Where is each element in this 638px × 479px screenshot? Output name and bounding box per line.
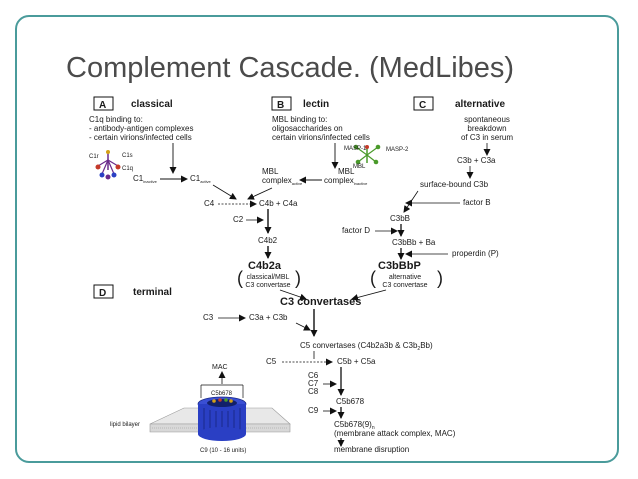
c1r-label: C1r bbox=[89, 154, 99, 160]
mbl-complex-inactive-1: MBL bbox=[338, 167, 355, 176]
c5b-c5a-label: C5b + C5a bbox=[337, 357, 376, 366]
c4b2-label: C4b2 bbox=[258, 236, 278, 245]
properdin-label: properdin (P) bbox=[452, 249, 499, 258]
panel-b-box bbox=[271, 96, 292, 111]
mac-desc-label: (membrane attack complex, MAC) bbox=[334, 429, 456, 438]
c1s-label: C1s bbox=[122, 153, 133, 159]
masp1-label: MASP-1 bbox=[344, 146, 367, 152]
mbl-complex-icon bbox=[353, 144, 381, 165]
c4b2a-paren-open: ( bbox=[237, 268, 243, 288]
c5b678-small-label: C5b678 bbox=[211, 391, 233, 397]
lipid-bilayer-label: lipid bilayer bbox=[110, 422, 140, 428]
panel-b-desc-1: MBL binding to: bbox=[272, 115, 327, 124]
panel-d-letter: D bbox=[99, 288, 106, 299]
c3a-c3b-label: C3a + C3b bbox=[249, 313, 288, 322]
panel-c-desc-3: of C3 in serum bbox=[461, 133, 513, 142]
c3bbbp-label: C3bBbP bbox=[378, 260, 421, 272]
panel-b-desc-2: oligosaccharides on bbox=[272, 124, 343, 133]
c4b2a-desc-1: classical/MBL bbox=[247, 274, 290, 281]
panel-a-desc-1: C1q binding to: bbox=[89, 115, 143, 124]
factor-b-label: factor B bbox=[463, 198, 491, 207]
panel-a-box bbox=[93, 96, 114, 111]
surface-c3b: surface-bound C3b bbox=[420, 180, 489, 189]
c3-products: C3b + C3a bbox=[457, 156, 496, 165]
c1q-label: C1q bbox=[122, 166, 133, 172]
arrow-classical-convertase bbox=[279, 289, 307, 301]
panel-a-desc-3: - certain virions/infected cells bbox=[89, 133, 192, 142]
arrow-alt-convertase bbox=[351, 289, 387, 301]
mac-label: MAC bbox=[212, 364, 228, 371]
c4b2a-paren-close: ) bbox=[295, 268, 301, 288]
c3bb-label: C3bB bbox=[390, 214, 410, 223]
factor-d-label: factor D bbox=[342, 226, 370, 235]
c3-left-label: C3 bbox=[203, 313, 214, 322]
panel-a-title: classical bbox=[131, 99, 173, 110]
mbl-complex-active-2: complexactive bbox=[262, 176, 303, 186]
slide-frame bbox=[15, 15, 619, 463]
mac-pore-icon bbox=[197, 396, 247, 441]
panel-a-letter: A bbox=[99, 100, 106, 111]
panel-c-title: alternative bbox=[455, 99, 505, 110]
c4b2a-label: C4b2a bbox=[248, 260, 282, 272]
arrow-c3b-join bbox=[295, 322, 311, 331]
c2-label: C2 bbox=[233, 215, 244, 224]
c7-label: C7 bbox=[308, 379, 319, 388]
c6-label: C6 bbox=[308, 371, 319, 380]
c3bbbp-paren-close: ) bbox=[437, 268, 443, 288]
arrow-surface-down bbox=[403, 190, 419, 213]
panel-c-desc-1: spontaneous bbox=[464, 115, 510, 124]
c4-products: C4b + C4a bbox=[259, 199, 298, 208]
panel-b-letter: B bbox=[277, 100, 284, 111]
mbl-small-label: MBL bbox=[353, 164, 366, 170]
c3bbbp-desc-1: alternative bbox=[389, 274, 421, 281]
mbl-complex-inactive-2: complexinactive bbox=[324, 176, 368, 186]
c4b2a-desc-2: C3 convertase bbox=[245, 282, 290, 289]
c1-inactive-label: C1inactive bbox=[133, 174, 158, 184]
panel-d-box bbox=[93, 284, 114, 299]
panel-c-letter: C bbox=[419, 100, 426, 111]
panel-b-desc-3: certain virions/infected cells bbox=[272, 133, 370, 142]
membrane-disruption-label: membrane disruption bbox=[334, 445, 409, 454]
c5-label: C5 bbox=[266, 357, 277, 366]
c1-active-label: C1active bbox=[190, 174, 211, 184]
c4-label: C4 bbox=[204, 199, 215, 208]
arrow-c1-to-c4 bbox=[212, 184, 237, 200]
c3-convertases-label: C3 convertases bbox=[280, 296, 361, 308]
panel-c-desc-2: breakdown bbox=[467, 124, 506, 133]
c3bbbp-desc-2: C3 convertase bbox=[382, 282, 427, 289]
c3bbbp-paren-open: ( bbox=[370, 268, 376, 288]
c9-label: C9 bbox=[308, 406, 319, 415]
slide-title: Complement Cascade. (MedLibes) bbox=[66, 52, 515, 84]
c5-convertases-label: C5 convertases (C4b2a3b & C3b2Bb) bbox=[300, 341, 433, 352]
masp2-label: MASP-2 bbox=[386, 147, 409, 153]
panel-c-box bbox=[413, 96, 434, 111]
c3bbb-ba-label: C3bBb + Ba bbox=[392, 238, 436, 247]
c1-complex-icon bbox=[95, 150, 121, 180]
arrow-mbl-to-c4 bbox=[247, 187, 273, 200]
c5b6789n-label: C5b678(9)n bbox=[334, 420, 375, 431]
panel-b-title: lectin bbox=[303, 99, 329, 110]
c9-units-label: C9 (10 - 16 units) bbox=[200, 448, 246, 454]
c8-label: C8 bbox=[308, 387, 319, 396]
panel-d-title: terminal bbox=[133, 287, 172, 298]
mbl-complex-active-1: MBL bbox=[262, 167, 279, 176]
panel-a-desc-2: - antibody-antigen complexes bbox=[89, 124, 194, 133]
c5b678-label: C5b678 bbox=[336, 397, 365, 406]
